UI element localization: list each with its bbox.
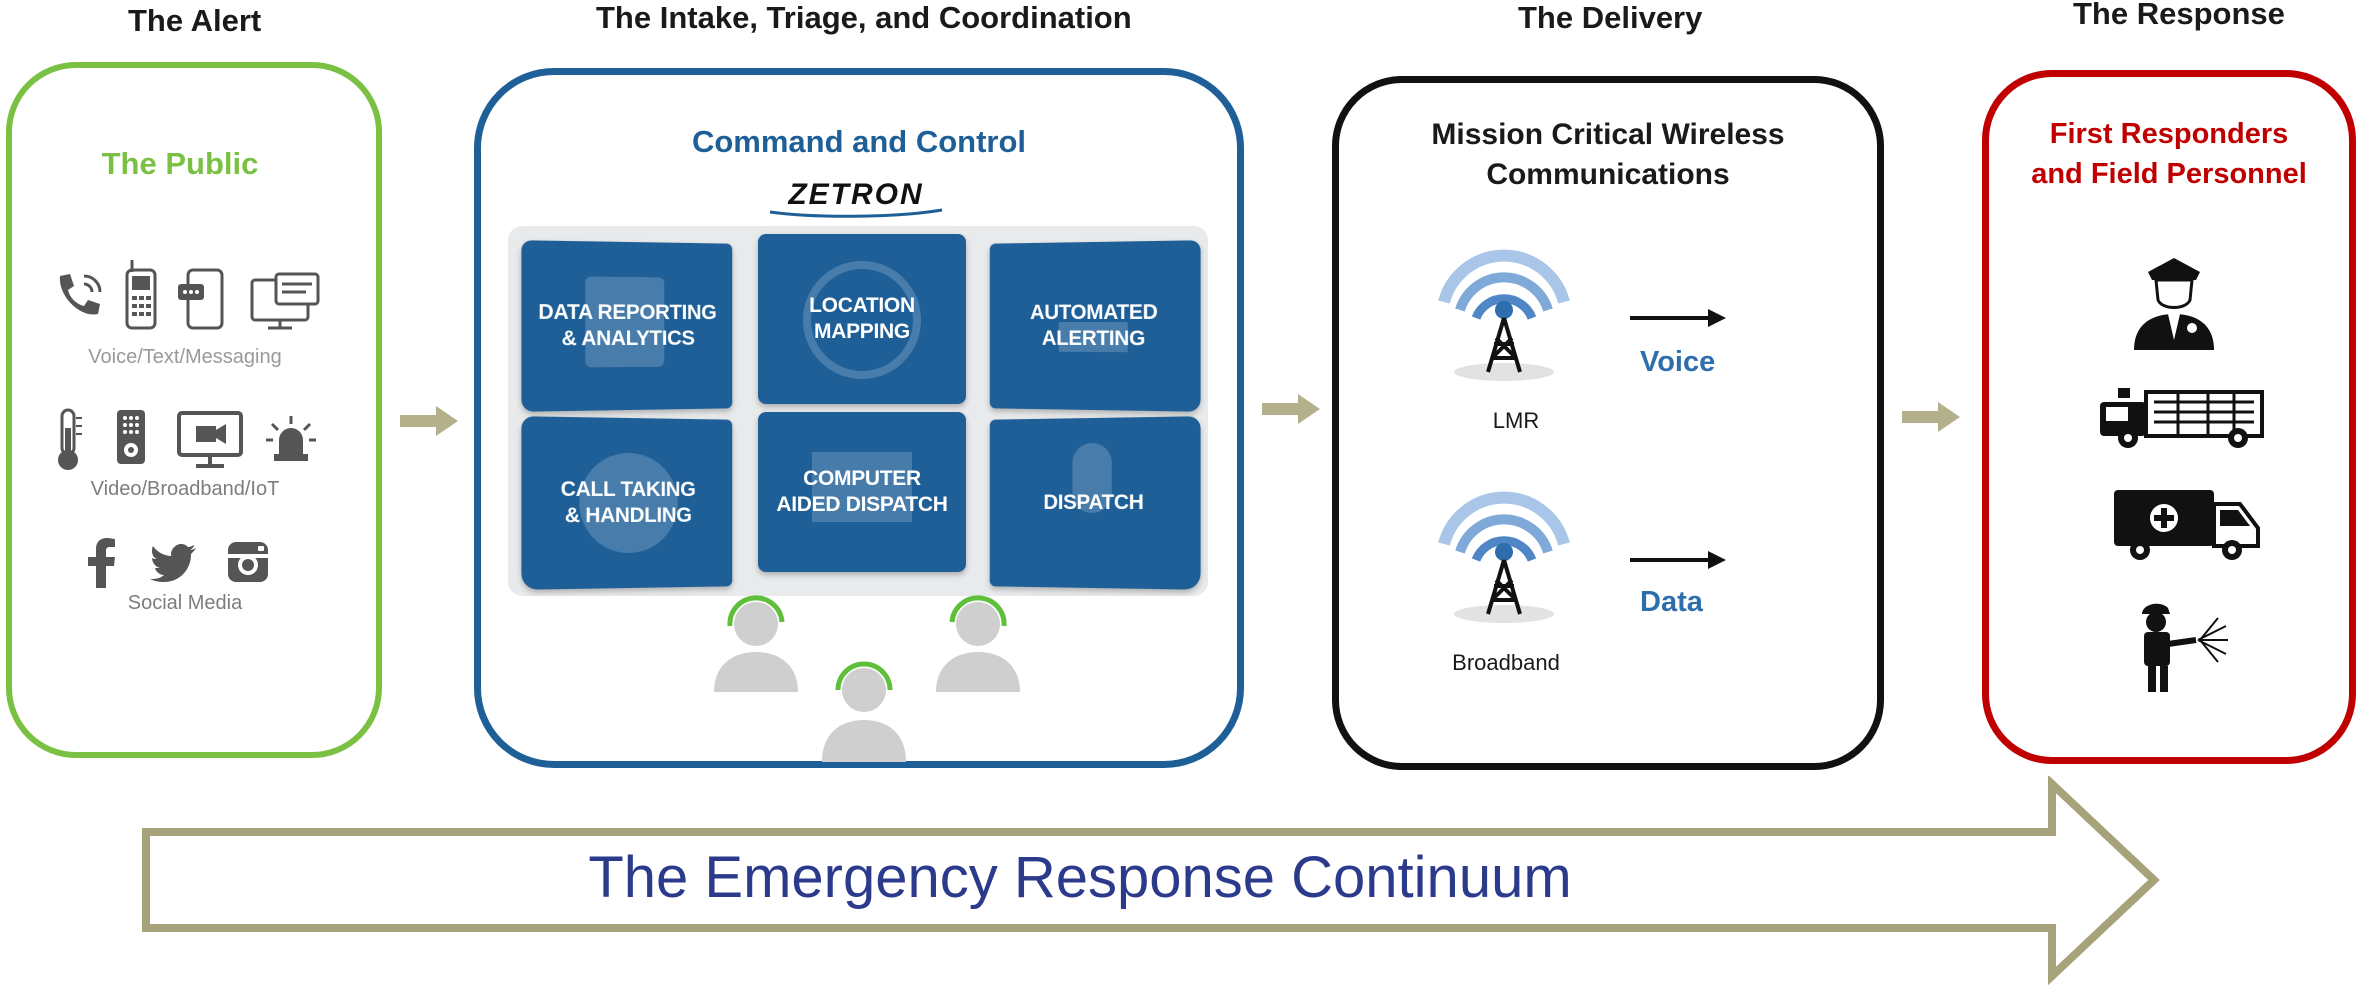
- responders-title-line2: and Field Personnel: [2031, 158, 2307, 190]
- zetron-logo: ZETRON: [764, 178, 948, 218]
- stage-title-alert: The Alert: [128, 3, 262, 38]
- tile-label: LOCATION MAPPING: [809, 294, 915, 343]
- instagram-icon: [228, 542, 268, 582]
- public-title: The Public: [101, 146, 259, 181]
- voice-arrow-icon: [1630, 309, 1726, 327]
- ambulance-icon: [2114, 490, 2260, 560]
- delivery-title-line1: Mission Critical Wireless: [1431, 118, 1785, 151]
- video-monitor-icon: [177, 411, 243, 468]
- alarm-light-icon: [266, 416, 316, 461]
- smartphone-message-icon: [178, 268, 224, 330]
- phone-handset-icon: [59, 274, 102, 315]
- stage-title-response: The Response: [2073, 0, 2285, 31]
- tile-label: AUTOMATED ALERTING: [1030, 300, 1158, 351]
- remote-control-icon: [117, 410, 145, 464]
- operator-headset-icon: [936, 595, 1020, 692]
- operator-headset-icon: [822, 661, 906, 762]
- step-arrow-1: [400, 406, 458, 436]
- continuum-label: The Emergency Response Continuum: [588, 845, 1572, 910]
- tile-label: DISPATCH: [1043, 490, 1144, 515]
- delivery-title-line2: Communications: [1486, 158, 1730, 191]
- continuum-arrow: [142, 776, 2160, 986]
- tile-label: COMPUTER AIDED DISPATCH: [776, 467, 948, 516]
- video-broadband-iot-caption: Video/Broadband/IoT: [90, 478, 280, 500]
- flip-phone-icon: [125, 260, 157, 330]
- data-label: Data: [1640, 586, 1703, 618]
- thermometer-icon: [58, 408, 82, 470]
- broadband-tower-icon: [1438, 491, 1570, 623]
- broadband-label: Broadband: [1452, 650, 1560, 675]
- operator-headset-icon: [714, 595, 798, 692]
- police-officer-icon: [2134, 258, 2214, 350]
- tile-data-reporting: DATA REPORTING & ANALYTICS: [521, 240, 733, 412]
- tile-computer-aided-dispatch: COMPUTER AIDED DISPATCH: [758, 412, 966, 572]
- stage-title-intake: The Intake, Triage, and Coordination: [596, 0, 1132, 35]
- command-title: Command and Control: [691, 124, 1027, 159]
- tile-label: CALL TAKING & HANDLING: [560, 477, 696, 528]
- tile-automated-alerting: AUTOMATED ALERTING: [989, 240, 1201, 412]
- step-arrow-3: [1902, 402, 1960, 432]
- social-media-caption: Social Media: [127, 592, 243, 614]
- tile-location-mapping: LOCATION MAPPING: [758, 234, 966, 404]
- facebook-icon: [88, 538, 115, 588]
- tile-label: DATA REPORTING & ANALYTICS: [538, 300, 717, 351]
- twitter-icon: [150, 544, 196, 582]
- lmr-tower-icon: [1438, 249, 1570, 381]
- voice-text-messaging-caption: Voice/Text/Messaging: [88, 346, 282, 368]
- stage-title-delivery: The Delivery: [1518, 0, 1703, 35]
- data-arrow-icon: [1630, 551, 1726, 569]
- step-arrow-2: [1262, 394, 1320, 424]
- firefighter-icon: [2142, 603, 2228, 692]
- zetron-logo-text: ZETRON: [788, 178, 924, 211]
- tile-call-taking: CALL TAKING & HANDLING: [521, 416, 733, 590]
- responders-title-line1: First Responders: [2049, 118, 2289, 150]
- delivery-panel: [1332, 76, 1884, 770]
- fire-truck-icon: [2100, 388, 2264, 448]
- monitor-chat-icon: [250, 272, 320, 330]
- tile-dispatch: DISPATCH: [989, 416, 1201, 590]
- lmr-label: LMR: [1492, 408, 1540, 433]
- voice-label: Voice: [1640, 346, 1716, 378]
